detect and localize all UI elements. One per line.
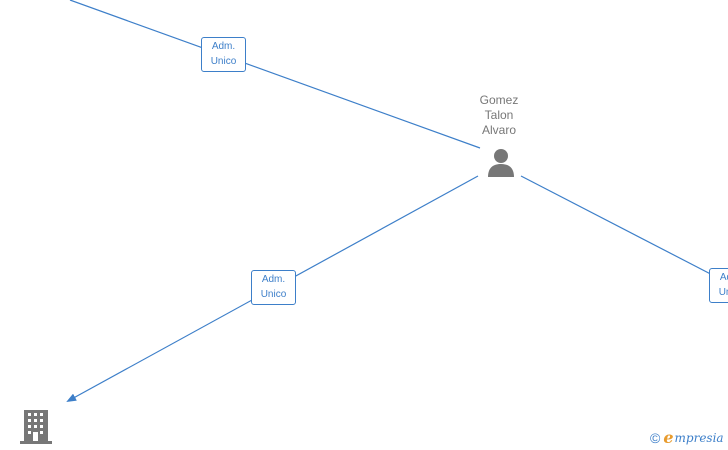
edge-label-bottom-left[interactable]: Adm. Unico — [251, 270, 296, 305]
person-icon[interactable] — [486, 148, 516, 178]
edge-line-right — [520, 175, 728, 284]
person-name-line-2: Talon — [484, 108, 514, 122]
edge-label-role: Adm. — [211, 41, 236, 52]
copyright-symbol: © — [650, 429, 661, 446]
edge-label-type: Unico — [260, 289, 287, 300]
edge-label-right[interactable]: Adm. Unico — [709, 268, 728, 303]
edge-label-type: Unico — [210, 56, 237, 67]
edge-label-type: Unico — [718, 287, 728, 298]
edge-label-role: Adm. — [719, 272, 728, 283]
edge-line-top-left — [69, 0, 481, 149]
empresia-logo: © e mpresia — [650, 428, 724, 447]
person-name-line-1: Gomez — [479, 93, 519, 107]
edge-label-role: Adm. — [261, 274, 286, 285]
logo-initial: e — [663, 428, 674, 447]
edge-label-top-left[interactable]: Adm. Unico — [201, 37, 246, 72]
person-name[interactable]: Gomez Talon Alvaro — [464, 93, 534, 138]
building-icon[interactable] — [20, 410, 52, 444]
logo-wordmark: mpresia — [674, 430, 724, 445]
person-name-line-3: Alvaro — [481, 123, 516, 137]
